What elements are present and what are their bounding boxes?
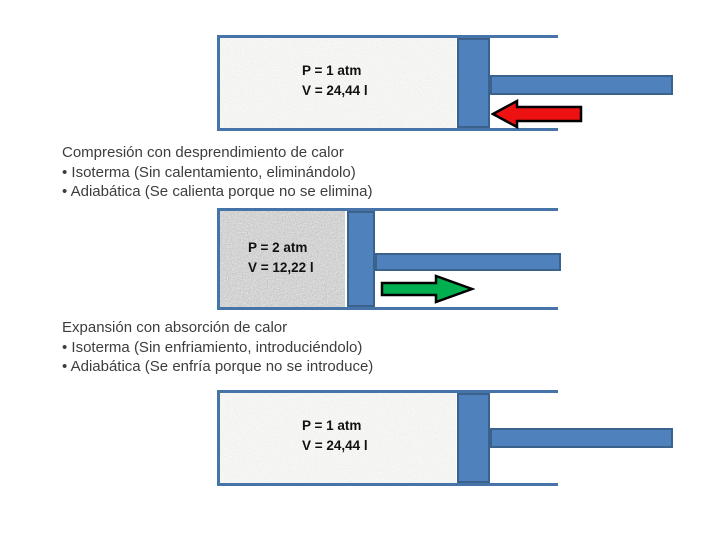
red-arrow-left-icon bbox=[491, 99, 583, 129]
caption-compression: Compresión con desprendimiento de calor … bbox=[62, 143, 372, 202]
caption-bullet: • Isoterma (Sin calentamiento, eliminánd… bbox=[62, 163, 356, 181]
caption-title: Expansión con absorción de calor bbox=[62, 319, 288, 336]
gas-region-1 bbox=[220, 38, 456, 128]
gas-state-label-3: P = 1 atm V = 24,44 l bbox=[302, 416, 368, 456]
volume-value: V = 24,44 l bbox=[302, 83, 368, 98]
caption-bullet: • Adiabática (Se calienta porque no se e… bbox=[62, 183, 373, 200]
gas-region-3 bbox=[220, 393, 456, 483]
piston-rod-2 bbox=[375, 253, 561, 271]
caption-bullet: • Isoterma (Sin enfriamiento, introducié… bbox=[62, 338, 363, 356]
piston-head-1 bbox=[457, 38, 490, 128]
caption-bullet: • Adiabática (Se enfría porque no se int… bbox=[62, 358, 374, 375]
piston-rod-1 bbox=[490, 75, 673, 95]
pressure-value: P = 2 atm bbox=[248, 240, 308, 255]
caption-title: Compresión con desprendimiento de calor bbox=[62, 144, 344, 161]
piston-head-3 bbox=[457, 393, 490, 483]
volume-value: V = 24,44 l bbox=[302, 438, 368, 453]
caption-expansion: Expansión con absorción de calor • Isote… bbox=[62, 318, 373, 377]
gas-state-label-1: P = 1 atm V = 24,44 l bbox=[302, 61, 368, 101]
piston-head-2 bbox=[347, 211, 375, 307]
green-arrow-right-icon bbox=[380, 274, 475, 304]
pressure-value: P = 1 atm bbox=[302, 418, 362, 433]
pressure-value: P = 1 atm bbox=[302, 63, 362, 78]
volume-value: V = 12,22 l bbox=[248, 260, 314, 275]
gas-state-label-2: P = 2 atm V = 12,22 l bbox=[248, 238, 314, 278]
gas-region-2 bbox=[220, 211, 345, 307]
piston-rod-3 bbox=[490, 428, 673, 448]
